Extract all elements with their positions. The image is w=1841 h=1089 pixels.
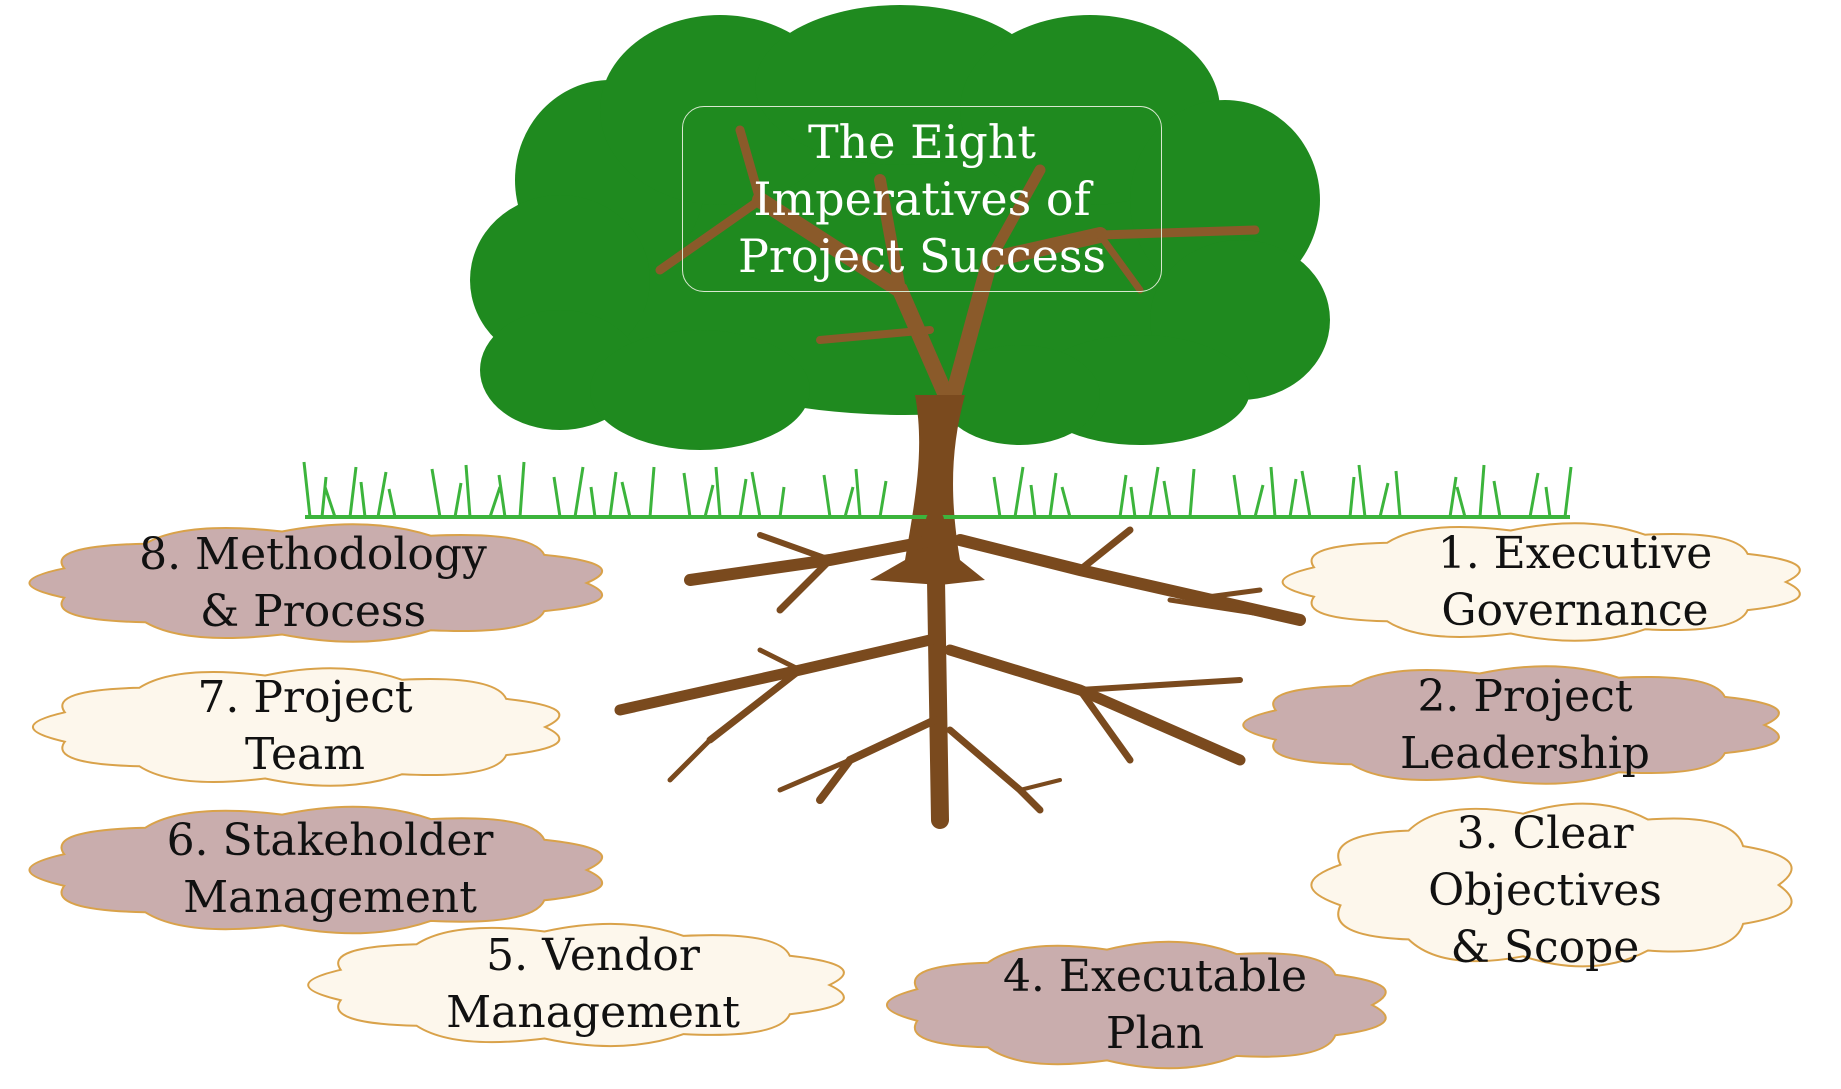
imperative-label-line: Team: [245, 729, 365, 780]
imperative-label-line: 8. Methodology: [139, 529, 487, 580]
imperative-label-line: 6. Stakeholder: [166, 815, 494, 866]
imperative-label-line: Leadership: [1400, 728, 1650, 779]
imperative-cloud-7: [31, 667, 561, 787]
imperative-clouds: [28, 522, 1801, 1070]
imperative-label-8: 8. Methodology & Process: [13, 526, 613, 640]
imperative-label-line: & Process: [199, 586, 427, 637]
imperative-cloud-6: [28, 805, 604, 935]
imperative-cloud-5: [307, 922, 845, 1048]
imperative-label-line: 1. Executive: [1437, 528, 1713, 579]
imperative-label-line: Management: [446, 987, 740, 1038]
imperative-cloud-4: [885, 940, 1387, 1070]
imperative-label-line: Plan: [1105, 1008, 1205, 1059]
title-line: Imperatives of: [753, 171, 1091, 226]
imperative-label-line: Governance: [1441, 585, 1709, 636]
imperative-cloud-1: [1281, 522, 1801, 642]
imperative-label-line: 7. Project: [197, 672, 413, 723]
imperative-label-line: 5. Vendor: [486, 930, 700, 981]
imperative-label-line: 4. Executable: [1002, 951, 1308, 1002]
title-line: Project Success: [737, 228, 1107, 283]
tree-roots: [614, 511, 1306, 829]
tree-canopy: [470, 5, 1330, 450]
diagram-title: The Eight Imperatives of Project Success: [682, 106, 1162, 292]
imperative-cloud-3: [1310, 802, 1793, 968]
imperative-cloud-2: [1242, 665, 1780, 785]
imperative-label-line: Management: [183, 872, 477, 923]
imperative-label-line: Objectives: [1428, 864, 1662, 916]
imperative-cloud-8: [28, 523, 604, 643]
imperative-label-line: 2. Project: [1417, 671, 1633, 722]
title-line: The Eight: [807, 114, 1036, 169]
tree-branches: [655, 125, 1260, 408]
imperative-label-line: 3. Clear: [1456, 807, 1634, 859]
imperative-label-line: & Scope: [1450, 921, 1640, 973]
